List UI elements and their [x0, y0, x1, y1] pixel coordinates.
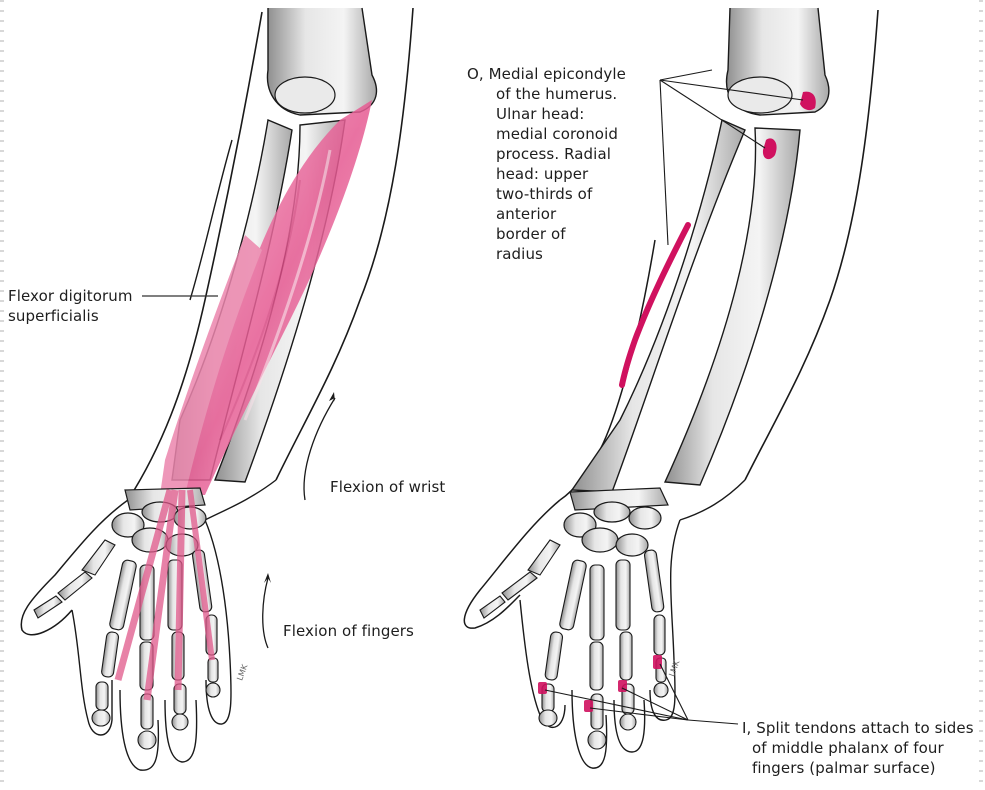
origin-line-2: of the humerus.: [496, 85, 618, 103]
origin-label: O, Medial epicondyle of the humerus. Uln…: [467, 64, 626, 264]
origin-line-4: medial coronoid: [496, 125, 618, 143]
insertion-leader-lines: [544, 663, 739, 725]
left-page-edge: [0, 0, 4, 790]
medial-epicondyle-attachment: [800, 91, 816, 111]
right-arm: [463, 7, 879, 769]
flexor-digitorum-superficialis-muscle: [160, 100, 372, 495]
wrist-flexion-label: Flexion of wrist: [330, 478, 446, 496]
left-arm: [20, 7, 414, 771]
origin-line-7: two-thirds of: [496, 185, 593, 203]
insertion-line-1: I, Split tendons attach to sides: [742, 719, 974, 737]
origin-leader-lines: [659, 69, 804, 246]
origin-attachments: [762, 91, 816, 160]
fds-tendons: [114, 489, 215, 701]
muscle-name-label: Flexor digitorum superficialis: [8, 286, 133, 326]
insertion-line-2: of middle phalanx of four: [752, 739, 944, 757]
origin-line-6: head: upper: [496, 165, 589, 183]
insertion-label: I, Split tendons attach to sides of midd…: [742, 718, 974, 778]
origin-line-10: radius: [496, 245, 543, 263]
origin-line-3: Ulnar head:: [496, 105, 585, 123]
origin-line-9: border of: [496, 225, 566, 243]
insertion-line-3: fingers (palmar surface): [752, 759, 936, 777]
radius-anterior-border-attachment: [619, 222, 691, 388]
muscle-name-line-1: Flexor digitorum: [8, 287, 133, 305]
origin-line-1: O, Medial epicondyle: [467, 65, 626, 83]
origin-line-5: process. Radial: [496, 145, 612, 163]
finger-flexion-label: Flexion of fingers: [283, 622, 414, 640]
finger-flexion-arrow: [262, 577, 269, 649]
wrist-flexion-arrow: [303, 397, 336, 501]
coronoid-attachment: [762, 138, 777, 160]
right-page-edge: [979, 0, 983, 790]
origin-line-8: anterior: [496, 205, 557, 223]
muscle-name-line-2: superficialis: [8, 307, 99, 325]
